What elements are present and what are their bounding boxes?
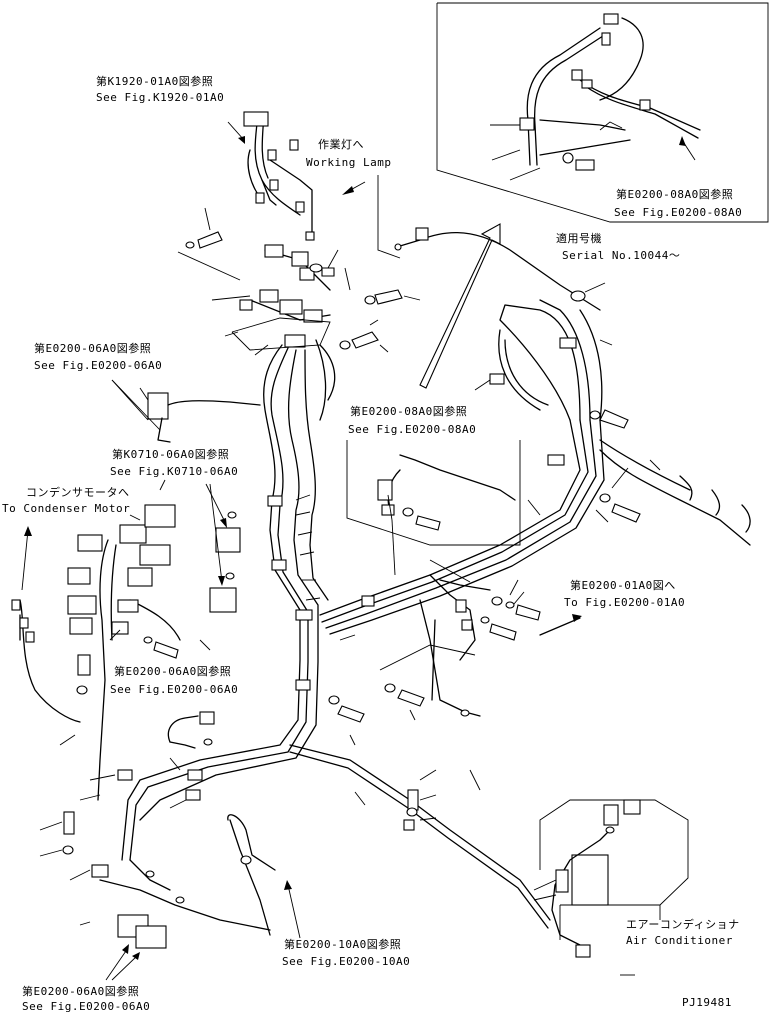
callout-e0200-08-mid-jp: 第E0200-08A0図参照 xyxy=(350,405,468,418)
callout-e0200-10-en: See Fig.E0200-10A0 xyxy=(282,955,411,968)
bolt-set-right xyxy=(589,409,751,533)
e0200-08-box xyxy=(346,440,521,576)
callout-condenser-jp: コンデンサモータへ xyxy=(26,486,130,499)
bolt-set-lower-mid xyxy=(328,695,437,821)
callout-aircon-jp: エアーコンディショナ xyxy=(626,918,740,931)
main-harness xyxy=(121,299,751,929)
callout-work-lamp-en: Working Lamp xyxy=(306,156,392,169)
callout-k1920-en: See Fig.K1920-01A0 xyxy=(96,91,225,104)
callout-e0200-06-a-jp: 第E0200-06A0図参照 xyxy=(34,342,152,355)
callout-e0200-01-en: To Fig.E0200-01A0 xyxy=(564,596,686,609)
drawing-number: PJ19481 xyxy=(682,996,732,1009)
callout-serial-jp: 適用号機 xyxy=(556,232,602,245)
callout-e0200-06-c-jp: 第E0200-06A0図参照 xyxy=(22,985,140,998)
lower-left-parts xyxy=(39,711,271,981)
leader-lines-misc xyxy=(199,559,481,791)
callout-e0200-06-b-jp: 第E0200-06A0図参照 xyxy=(114,665,232,678)
e0200-10-cable xyxy=(227,814,301,939)
callout-e0200-06-b-en: See Fig.E0200-06A0 xyxy=(110,683,239,696)
left-component-cluster xyxy=(11,379,261,801)
inset-frame xyxy=(436,2,769,223)
callout-k1920-jp: 第K1920-01A0図参照 xyxy=(96,75,214,88)
callout-serial-en: Serial No.10044～ xyxy=(562,249,681,262)
upper-junction-block xyxy=(177,207,421,356)
callout-e0200-01-jp: 第E0200-01A0図へ xyxy=(570,579,676,592)
harness-clips xyxy=(91,337,613,878)
callout-e0200-08-mid-en: See Fig.E0200-08A0 xyxy=(348,423,477,436)
k1920-connector-cluster xyxy=(227,111,315,241)
work-lamp-leader xyxy=(342,175,401,259)
air-conditioner-unit xyxy=(533,799,689,976)
callout-e0200-08-top-jp: 第E0200-08A0図参照 xyxy=(616,188,734,201)
work-lamp-cable xyxy=(394,227,606,311)
inset-wiring xyxy=(490,13,701,181)
callout-e0200-10-jp: 第E0200-10A0図参照 xyxy=(284,938,402,951)
callout-k0710-jp: 第K0710-06A0図参照 xyxy=(112,448,230,461)
callout-work-lamp-jp: 作業灯へ xyxy=(318,138,364,151)
callout-aircon-en: Air Conditioner xyxy=(626,934,733,947)
callout-e0200-06-c-en: See Fig.E0200-06A0 xyxy=(22,1000,151,1013)
callout-e0200-06-a-en: See Fig.E0200-06A0 xyxy=(34,359,163,372)
callout-k0710-en: See Fig.K0710-06A0 xyxy=(110,465,239,478)
mid-connectors xyxy=(379,574,582,721)
inset-arrow xyxy=(419,223,501,389)
callout-condenser-en: To Condenser Motor xyxy=(2,502,131,515)
callout-e0200-08-top-en: See Fig.E0200-08A0 xyxy=(614,206,743,219)
